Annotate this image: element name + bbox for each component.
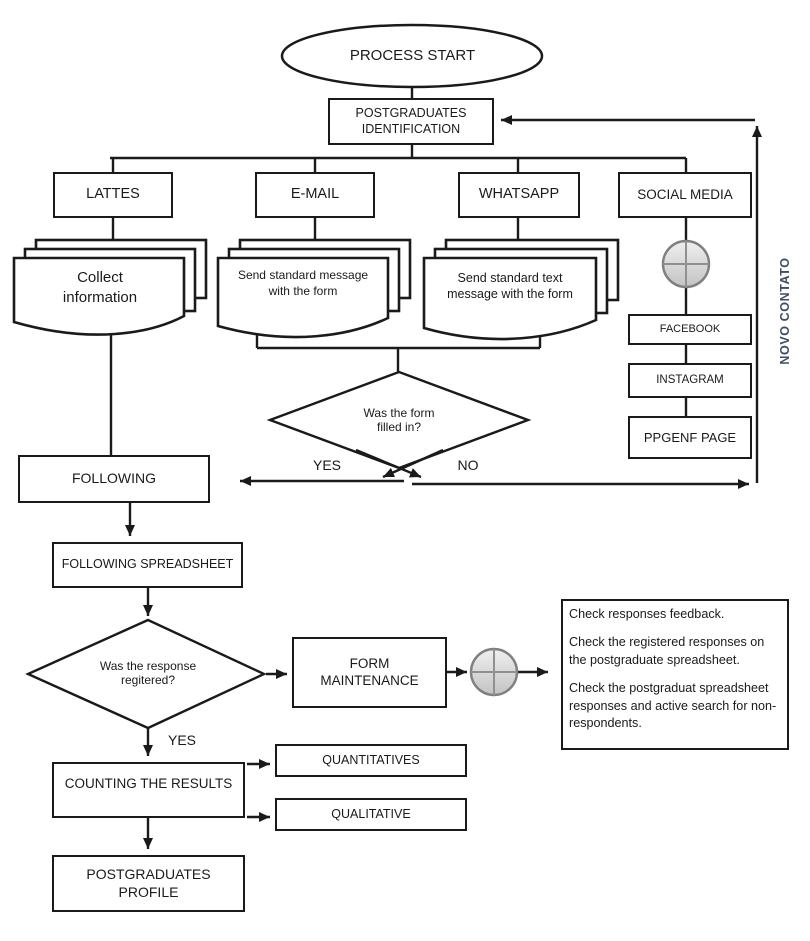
social-media-box: SOCIAL MEDIA [618, 172, 752, 218]
whatsapp-box: WHATSAPP [458, 172, 580, 218]
following-spreadsheet-box: FOLLOWING SPREADSHEET [52, 542, 243, 588]
collect-information-label: Collect information [62, 269, 138, 306]
checklist-item-1: Check responses feedback. [569, 607, 725, 621]
email-message-document [216, 238, 412, 339]
counting-results-box: COUNTING THE RESULTS [52, 762, 245, 818]
no-branch-label: NO [457, 456, 479, 473]
social-media-junction-icon [661, 239, 711, 289]
process-start-label: PROCESS START [349, 47, 476, 64]
connector-lines [109, 87, 688, 456]
response-registered-question: Was the response regitered? [99, 658, 197, 687]
form-filled-question: Was the form filled in? [363, 405, 435, 434]
arrow-connectors [125, 115, 762, 849]
whatsapp-message-document [422, 238, 620, 341]
form-maintenance-box: FORM MAINTENANCE [292, 637, 447, 708]
ppgenf-page-box: PPGENF PAGE [628, 416, 752, 459]
yes-branch-label: YES [312, 456, 341, 473]
decision-exit-cross [355, 448, 444, 479]
form-maintenance-junction-icon [469, 647, 519, 697]
checklist-item-2: Check the registered responses on the po… [569, 634, 765, 667]
quantitatives-box: QUANTITATIVES [275, 744, 467, 777]
checklist-item-3: Check the postgraduat spreadsheet respon… [569, 680, 777, 731]
email-box: E-MAIL [255, 172, 375, 218]
postgraduates-identification-box: POSTGRADUATES IDENTIFICATION [328, 98, 494, 145]
email-message-label: Send standard message with the form [237, 268, 369, 298]
whatsapp-message-label: Send standard text message with the form [447, 271, 573, 302]
yes2-branch-label: YES [167, 731, 196, 748]
postgraduates-profile-box: POSTGRADUATES PROFILE [52, 855, 245, 912]
qualitative-box: QUALITATIVE [275, 798, 467, 831]
checklist-box: Check responses feedback. Check the regi… [561, 599, 789, 750]
lattes-box: LATTES [53, 172, 173, 218]
following-box: FOLLOWING [18, 455, 210, 503]
collect-information-document [12, 238, 208, 336]
facebook-box: FACEBOOK [628, 314, 752, 345]
instagram-box: INSTAGRAM [628, 363, 752, 398]
novo-contato-label: NOVO CONTATO [778, 257, 792, 365]
